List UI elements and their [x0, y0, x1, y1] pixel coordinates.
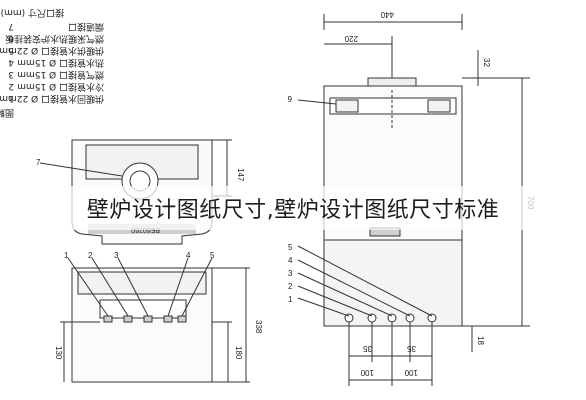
dim-18-label: 18 — [476, 336, 485, 345]
bottom-callout-2 — [91, 257, 129, 317]
dim-35-right-label: 35 — [407, 344, 416, 353]
caption-banner: 壁炉设计图纸尺寸,壁炉设计图纸尺寸标准 — [0, 186, 586, 230]
front-callout-3 — [297, 272, 393, 317]
legend-num-5: 5 — [8, 45, 14, 55]
flue-callout-line — [39, 162, 123, 177]
pipe-stub-3 — [143, 315, 153, 323]
legend-footer: 接口尺寸 (mm) — [1, 7, 64, 19]
dim-440-label: 440 — [380, 10, 394, 19]
pipe-stub-1 — [103, 315, 113, 323]
mounting-plate — [329, 97, 457, 115]
front-num-3: 3 — [288, 269, 293, 278]
bottom-callout-3 — [117, 257, 149, 317]
legend-text-1: 供暖回水管接口 Ø 22mm — [0, 93, 104, 105]
dim-130-label: 130 — [54, 346, 63, 360]
front-callout-4 — [297, 259, 411, 317]
legend-text-5: 供暖供水管接口 Ø 22mm — [0, 45, 104, 57]
bottom-num-2: 2 — [88, 251, 93, 260]
front-num-1: 1 — [288, 295, 293, 304]
control-panel — [323, 239, 463, 327]
bottom-view-top-panel — [77, 271, 207, 295]
legend-num-1: 1 — [8, 93, 14, 103]
legend-num-2: 2 — [8, 81, 14, 91]
bottom-num-4: 4 — [186, 251, 191, 260]
legend-items: 1 供暖回水管接口 Ø 22mm 2 冷水管接口 Ø 15mm 3 燃气管接口 … — [0, 7, 104, 105]
legend-num-4: 4 — [8, 57, 14, 67]
dim-35-left-label: 35 — [363, 344, 372, 353]
bottom-num-3: 3 — [114, 251, 119, 260]
pipe-stub-2 — [123, 315, 133, 323]
legend-num-3: 3 — [8, 69, 14, 79]
outlet-4 — [405, 313, 415, 323]
legend-title: 图解 — [0, 107, 14, 119]
dim-220-label: 220 — [344, 34, 358, 43]
flue-number-7: 7 — [36, 158, 41, 167]
dim-32-label: 32 — [482, 58, 491, 67]
bottom-callout-1 — [67, 257, 109, 317]
bottom-view — [60, 257, 250, 383]
mounting-bracket-right — [427, 99, 451, 113]
front-callout-2 — [297, 285, 373, 317]
plate-number-6: 6 — [287, 94, 292, 103]
dim-180-label: 180 — [234, 346, 243, 360]
front-num-2: 2 — [288, 282, 293, 291]
front-callout-1 — [297, 297, 350, 317]
front-callout-5 — [297, 245, 433, 317]
front-num-5: 5 — [288, 243, 293, 252]
pipe-stub-5 — [177, 315, 187, 323]
bottom-num-5: 5 — [210, 251, 215, 260]
mounting-bracket-left — [335, 99, 359, 113]
flue-collar — [367, 77, 417, 87]
bottom-callout-4 — [167, 257, 189, 317]
legend-text-6: 燃气采暖热水炉安装挂板 — [5, 33, 104, 45]
dim-100-right-label: 100 — [404, 368, 418, 377]
legend-text-7: 烟道接口 — [68, 21, 104, 33]
dim-147-label: 147 — [236, 168, 245, 182]
front-num-4: 4 — [288, 256, 293, 265]
legend: 图解 1 供暖回水管接口 Ø 22mm 2 冷水管接口 Ø 15mm 3 燃气管… — [0, 7, 104, 119]
legend-text-3: 燃气管接口 Ø 15mm — [17, 69, 104, 81]
pipe-stub-4 — [163, 315, 173, 323]
bottom-num-1: 1 — [64, 251, 69, 260]
outlet-5 — [427, 313, 437, 323]
legend-text-4: 热水管接口 Ø 15mm — [17, 57, 104, 69]
dim-100-left-label: 100 — [360, 368, 374, 377]
plate-callout-line — [297, 99, 337, 105]
legend-num-7: 7 — [8, 21, 14, 31]
legend-text-2: 冷水管接口 Ø 15mm — [17, 81, 104, 93]
legend-num-6: 6 — [8, 33, 14, 43]
dim-338-label: 338 — [254, 320, 263, 334]
bottom-callout-5 — [181, 257, 213, 317]
